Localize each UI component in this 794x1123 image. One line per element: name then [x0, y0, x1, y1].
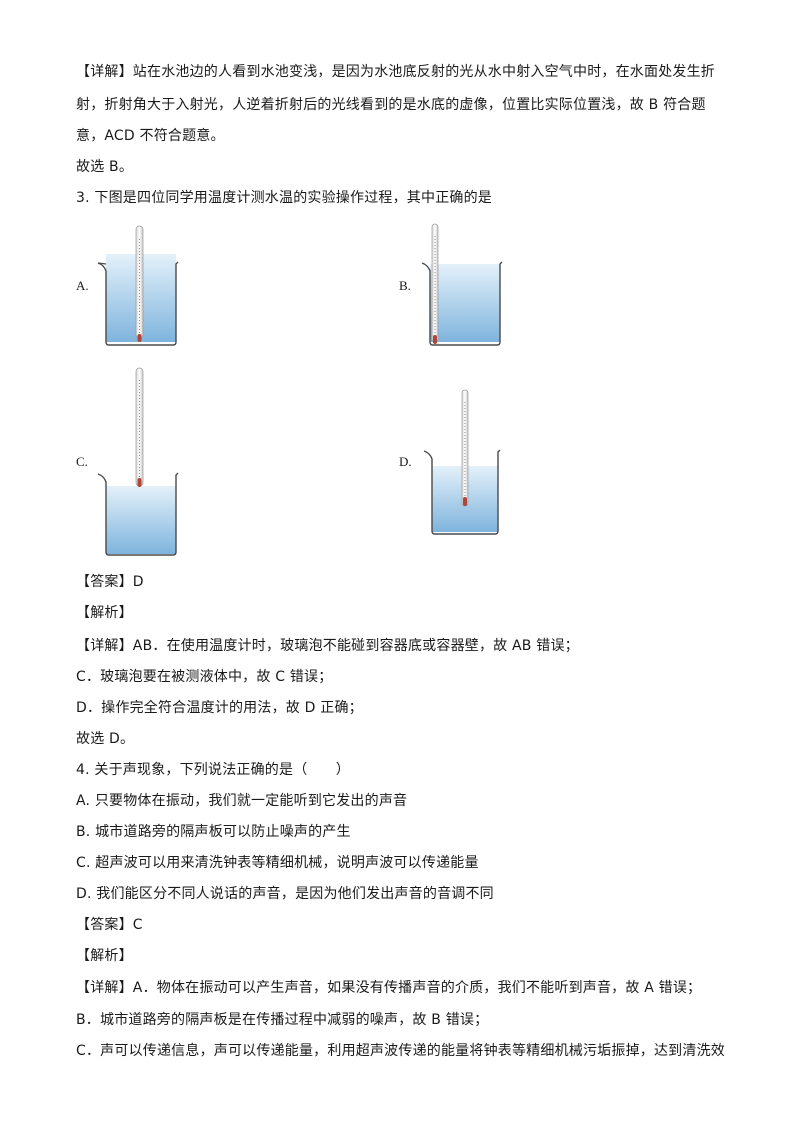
question-3-analysis: 【解析】	[76, 605, 133, 621]
question-3-detail-2: C．玻璃泡要在被测液体中，故 C 错误；	[76, 669, 333, 685]
thermometer-a	[135, 225, 144, 342]
option-d-label: D.	[399, 454, 412, 469]
thermometer-b	[431, 223, 439, 344]
question-4-detail-2: B．城市道路旁的隔声板是在传播过程中减弱的噪声，故 B 错误；	[76, 1012, 489, 1028]
detail-line-3: 意，ACD 不符合题意。	[76, 128, 225, 144]
question-3-detail-3: D．操作完全符合温度计的用法，故 D 正确；	[76, 700, 363, 716]
option-b-figure	[420, 223, 503, 348]
question-4-detail-1: 【详解】A．物体在振动可以产生声音，如果没有传播声音的介质，我们不能听到声音，故…	[76, 980, 702, 996]
question-4-option-b: B. 城市道路旁的隔声板可以防止噪声的产生	[76, 824, 351, 840]
question-4-stem: 4. 关于声现象，下列说法正确的是（ ）	[76, 762, 351, 778]
option-d-figure	[420, 389, 502, 538]
question-3-detail-1: 【详解】AB．在使用温度计时，玻璃泡不能碰到容器底或容器壁，故 AB 错误；	[76, 638, 579, 654]
thermometer-d	[461, 389, 469, 507]
question-4-option-c: C. 超声波可以用来清洗钟表等精细机械，说明声波可以传递能量	[76, 855, 479, 871]
thermometer-c	[135, 367, 144, 487]
option-c-label: C.	[76, 454, 88, 469]
question-4-detail-3: C．声可以传递信息，声可以传递能量，利用超声波传递的能量将钟表等精细机械污垢振掉…	[76, 1043, 725, 1059]
option-a-figure	[96, 224, 179, 348]
question-4-answer: 【答案】C	[76, 917, 143, 933]
option-a-label: A.	[76, 278, 89, 293]
option-c-figure	[96, 367, 182, 560]
detail-line-1: 【详解】站在水池边的人看到水池变浅，是因为水池底反射的光从水中射入空气中时，在水…	[76, 64, 715, 80]
question-4-option-a: A. 只要物体在振动，我们就一定能听到它发出的声音	[76, 793, 408, 809]
question-4-option-d: D. 我们能区分不同人说话的声音，是因为他们发出声音的音调不同	[76, 886, 494, 902]
conclusion-line: 故选 B。	[76, 159, 134, 175]
question-3-conclusion: 故选 D。	[76, 731, 135, 747]
option-b-label: B.	[399, 278, 411, 293]
question-3-stem: 3. 下图是四位同学用温度计测水温的实验操作过程，其中正确的是	[76, 190, 493, 206]
detail-line-2: 射，折射角大于入射光，人逆着折射后的光线看到的是水底的虚像，位置比实际位置浅，故…	[76, 97, 706, 113]
question-4-analysis: 【解析】	[76, 948, 133, 964]
question-3-answer: 【答案】D	[76, 574, 144, 590]
